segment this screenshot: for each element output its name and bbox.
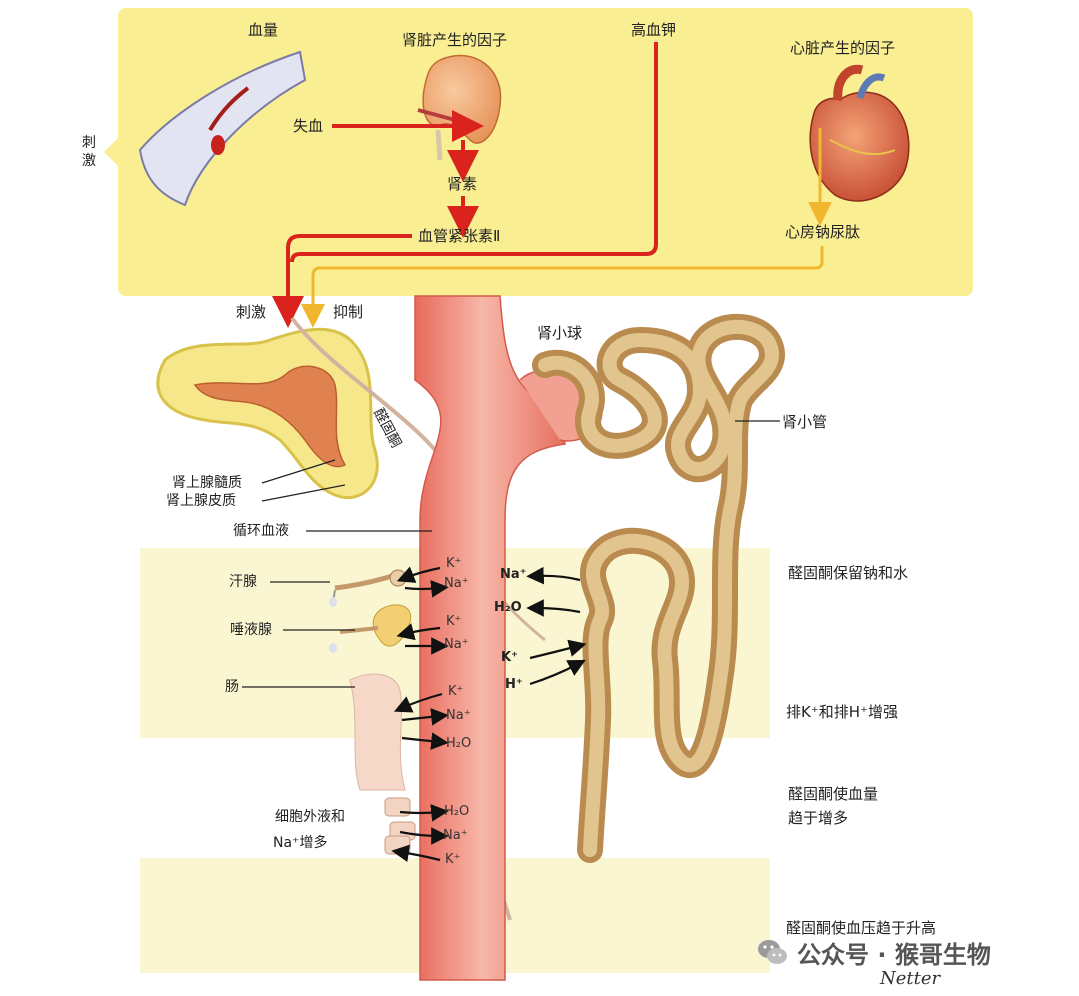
anp-label: 心房钠尿肽 — [785, 223, 861, 241]
side-label-stimulus: 刺激 — [82, 135, 96, 169]
blood-vessel — [414, 295, 566, 981]
ion-label: K⁺ — [446, 556, 462, 571]
blood-loss-label: 失血 — [293, 117, 324, 135]
intestine-icon — [349, 673, 406, 791]
heart-factors-label: 心脏产生的因子 — [790, 39, 896, 57]
salivary-gland-label: 唾液腺 — [230, 622, 272, 638]
bleeding-vessel-icon — [138, 50, 307, 207]
ion-label: Na⁺ — [444, 576, 469, 591]
wechat-icon — [758, 940, 787, 964]
sweat-gland-icon — [329, 569, 407, 607]
salivary-gland-icon — [329, 604, 412, 653]
renin-label: 肾素 — [447, 175, 478, 193]
ion-label: K⁺ — [448, 684, 464, 699]
angiotensin-stimulate-arrow — [272, 234, 412, 328]
ion-label: H₂O — [444, 804, 470, 819]
ion-exchange-arrows — [391, 566, 587, 863]
inhibit-label: 抑制 — [333, 303, 364, 321]
adrenal-medulla-label: 肾上腺髓质 — [172, 475, 242, 491]
panel-pointer — [104, 138, 118, 166]
kidney-factors-label: 肾脏产生的因子 — [402, 31, 508, 49]
ion-label: Na⁺ — [500, 567, 527, 582]
ion-label: Na⁺ — [446, 708, 471, 723]
effect-retain-label: 醛固酮保留钠和水 — [788, 564, 909, 582]
effect-excrete-label: 排K⁺和排H⁺增强 — [786, 703, 898, 721]
ion-label: H⁺ — [505, 677, 523, 692]
anp-inhibit-arrow — [301, 246, 824, 328]
watermark: 公众号 · 猴哥生物 — [755, 935, 991, 969]
potassium-stimulate-arrow — [290, 42, 658, 263]
ion-label: Na⁺ — [444, 637, 469, 652]
adrenal-cortex-label: 肾上腺皮质 — [166, 493, 236, 509]
sweat-gland-label: 汗腺 — [229, 574, 257, 590]
stimulate-label: 刺激 — [236, 303, 267, 321]
extracellular-cells-icon — [384, 797, 416, 855]
effect-volume-label-1: 醛固酮使血量 — [788, 785, 879, 803]
adrenal-gland-icon — [156, 327, 379, 500]
blood-volume-label: 血量 — [248, 21, 279, 39]
ecf-label-line2: Na⁺增多 — [273, 835, 328, 851]
heart-icon — [809, 64, 910, 202]
ion-label: K⁺ — [445, 852, 461, 867]
ion-label: K⁺ — [501, 650, 518, 665]
ion-label: H₂O — [494, 600, 522, 615]
ecf-label-line1: 细胞外液和 — [275, 809, 345, 825]
high-potassium-label: 高血钾 — [631, 21, 677, 39]
effect-pressure-label: 醛固酮使血压趋于升高 — [786, 919, 937, 937]
effect-volume-label-2: 趋于增多 — [788, 809, 849, 827]
ion-label: Na⁺ — [443, 828, 468, 843]
ion-label: K⁺ — [446, 614, 462, 629]
watermark-text: 公众号 · 猴哥生物 — [797, 940, 991, 969]
artist-signature: Netter — [880, 968, 941, 989]
tubule-label: 肾小管 — [782, 413, 828, 431]
kidney-icon — [417, 54, 502, 161]
glomerulus-label: 肾小球 — [537, 324, 583, 342]
intestine-label: 肠 — [225, 679, 239, 695]
circulation-label: 循环血液 — [233, 523, 289, 539]
angiotensin-label: 血管紧张素Ⅱ — [418, 227, 501, 245]
kidney-tubule-icon — [532, 313, 785, 863]
ion-label: H₂O — [446, 736, 472, 751]
